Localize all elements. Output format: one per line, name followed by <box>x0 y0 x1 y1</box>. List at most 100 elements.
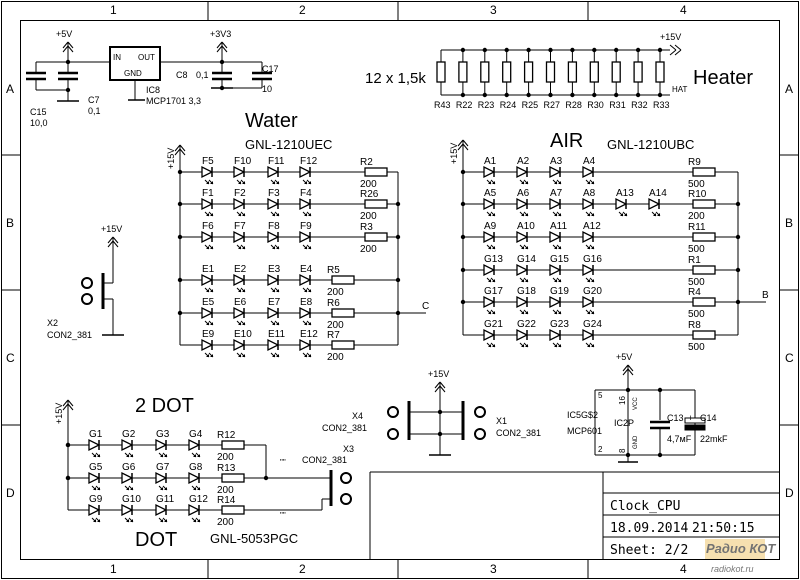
resistor-label: R14 <box>217 495 236 506</box>
light-arrow-head-icon <box>197 487 200 490</box>
supply-arrow-icon <box>112 240 119 248</box>
light-arrow-head-icon <box>558 279 561 282</box>
led-label: E11 <box>268 329 285 340</box>
light-arrow-head-icon <box>525 311 528 314</box>
resistor <box>692 297 716 307</box>
supply-label: +5V <box>616 352 632 362</box>
label: C7 <box>88 95 100 105</box>
led-triangle <box>233 230 246 244</box>
column-label: 2 <box>299 3 306 17</box>
led-label: F12 <box>300 156 318 167</box>
label: 0,1 <box>196 70 209 80</box>
led-label: G4 <box>189 429 203 440</box>
light-arrow-head-icon <box>206 289 209 292</box>
resistor <box>633 61 643 83</box>
led-label: A13 <box>616 188 634 199</box>
junction-dot <box>395 201 401 207</box>
led-label: F2 <box>234 188 246 199</box>
supply-arrow-icon <box>462 143 469 151</box>
resistor-label: R43 <box>434 100 451 110</box>
junction-dot <box>437 431 443 437</box>
led <box>233 165 246 185</box>
led-triangle <box>121 503 134 517</box>
led-label: G12 <box>189 494 208 505</box>
junction-dot <box>526 92 531 98</box>
resistor-label: R23 <box>478 100 495 110</box>
led <box>549 165 562 185</box>
led-triangle <box>155 438 168 452</box>
resistor-value: 500 <box>688 277 705 288</box>
led-label: E2 <box>234 264 247 275</box>
light-arrow-head-icon <box>587 246 590 249</box>
resistor-label: R30 <box>587 100 604 110</box>
label: C14 <box>700 413 717 423</box>
light-arrow-head-icon <box>210 246 213 249</box>
supply-arrow-icon <box>462 139 469 147</box>
junction-dot <box>437 409 443 415</box>
led-triangle <box>201 197 214 211</box>
label: 10,0 <box>30 118 48 128</box>
junction-dot <box>504 92 509 98</box>
sheet-time: 21:50:15 <box>692 521 755 536</box>
light-arrow-head-icon <box>272 246 275 249</box>
column-label: 4 <box>680 3 687 17</box>
led-triangle <box>582 165 595 179</box>
light-arrow-head-icon <box>276 213 279 216</box>
led-triangle <box>233 273 246 287</box>
net-label: HAT <box>672 85 688 94</box>
led <box>233 338 246 358</box>
junction-dot <box>657 47 663 53</box>
led-triangle <box>582 197 595 211</box>
led <box>121 471 134 491</box>
light-arrow-head-icon <box>657 213 660 216</box>
net-label: B <box>762 290 769 301</box>
pin-number: 8 <box>618 448 627 453</box>
led-triangle <box>516 165 529 179</box>
ic-sub: IC2P <box>614 418 634 428</box>
resistor <box>523 61 534 83</box>
label: + <box>688 413 693 423</box>
light-arrow-head-icon <box>587 344 590 347</box>
light-arrow-head-icon <box>488 344 491 347</box>
led-label: A14 <box>649 188 667 199</box>
led <box>267 273 280 293</box>
led <box>648 197 661 217</box>
light-arrow-head-icon <box>525 279 528 282</box>
led <box>549 197 562 217</box>
light-arrow-head-icon <box>653 213 656 216</box>
resistor <box>567 61 578 83</box>
led-triangle <box>155 503 168 517</box>
connector-name: X4 <box>352 411 363 421</box>
led-label: E10 <box>234 329 252 340</box>
light-arrow-head-icon <box>210 181 213 184</box>
led-triangle <box>483 295 496 309</box>
junction-dot <box>219 59 225 65</box>
light-arrow-head-icon <box>242 181 245 184</box>
light-arrow-head-icon <box>276 289 279 292</box>
light-arrow-head-icon <box>525 181 528 184</box>
connector-pin <box>387 406 399 418</box>
light-arrow-head-icon <box>492 213 495 216</box>
inner-frame <box>20 20 780 560</box>
led-label: E9 <box>202 329 215 340</box>
led <box>267 306 280 326</box>
light-arrow-head-icon <box>210 354 213 357</box>
resistor <box>331 308 355 318</box>
led-triangle <box>88 471 101 485</box>
resistor-label: R13 <box>217 463 236 474</box>
row-label: D <box>785 486 794 500</box>
light-arrow-head-icon <box>308 246 311 249</box>
supply-label: +15V <box>54 403 64 424</box>
row-label: B <box>785 216 793 230</box>
supply-arrow-icon <box>67 41 74 49</box>
junction-dot <box>263 475 269 481</box>
heater-note: 12 x 1,5k <box>365 70 426 87</box>
led <box>483 263 496 283</box>
led-label: A10 <box>517 221 535 232</box>
led-triangle <box>233 306 246 320</box>
ic-part: MCP601 <box>567 426 602 436</box>
light-arrow-head-icon <box>238 354 241 357</box>
led-label: G3 <box>156 429 170 440</box>
light-arrow-head-icon <box>93 487 96 490</box>
junction-dot <box>657 92 663 98</box>
